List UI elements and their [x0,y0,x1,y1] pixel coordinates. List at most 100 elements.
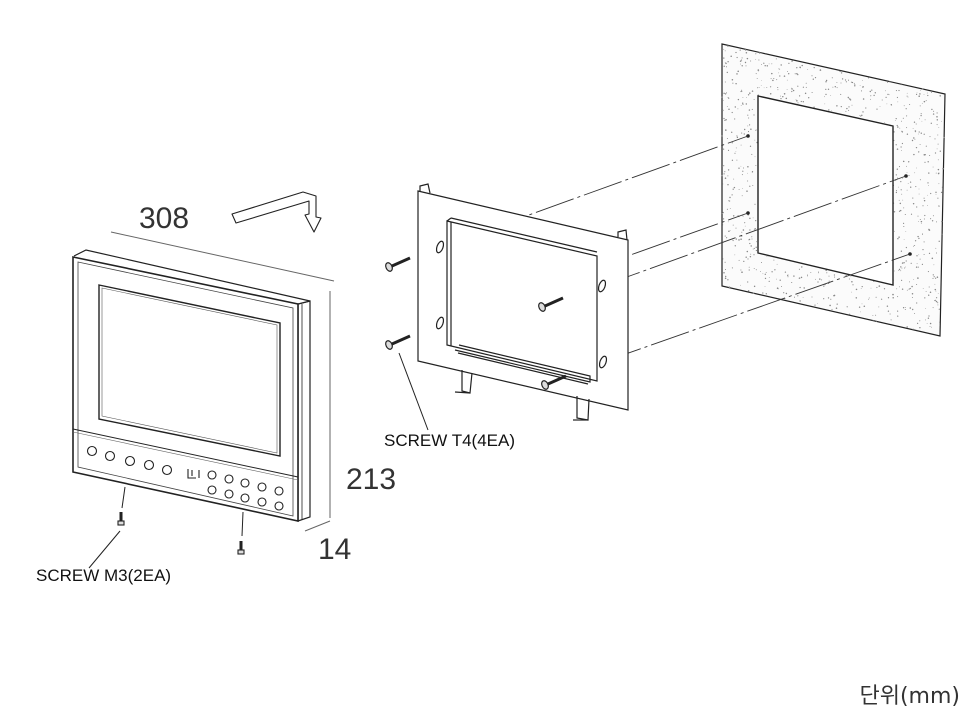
wall-speckle [727,183,729,186]
wall-speckle [934,152,937,154]
wall-speckle [880,298,883,300]
wall-speckle [755,249,758,252]
wall-speckle [897,126,899,128]
wall-speckle [903,222,905,224]
wall-speckle [839,70,841,73]
wall-speckle [923,100,926,103]
wall-speckle [914,313,916,314]
wall-speckle [941,220,943,223]
wall-speckle [897,310,899,312]
wall-speckle [936,148,938,150]
wall-speckle [753,99,755,100]
wall-speckle [749,124,751,126]
wall-speckle [755,129,757,131]
wall-speckle [749,217,751,220]
monitor-screws [117,512,245,555]
wall-speckle [937,293,939,294]
wall-speckle [924,319,926,321]
wall-speckle [887,297,890,299]
wall-speckle [936,119,939,121]
wall-speckle [919,90,921,91]
wall-speckle [934,277,937,279]
wall-speckle [824,96,825,98]
wall-speckle [748,269,750,271]
wall-speckle [931,220,934,222]
wall-speckle [928,315,930,317]
screw-guide-line [121,486,126,509]
wall-speckle [912,197,914,199]
wall-speckle [728,286,731,288]
wall-speckle [741,91,743,93]
wall-speckle [928,252,931,255]
wall-speckle [853,82,855,84]
wall-speckle [906,189,908,191]
wall-speckle [904,213,906,216]
wall-speckle [766,256,768,257]
wall-speckle [751,238,753,240]
wall-speckle [741,57,743,59]
wall-speckle [830,95,832,96]
wall-speckle [909,287,911,290]
wall-speckle [723,271,725,274]
wall-speckle [931,108,933,111]
wall-speckle [728,230,730,233]
wall-speckle [872,319,874,321]
wall-speckle [834,276,836,278]
wall-speckle [752,292,755,294]
wall-speckle [936,116,938,118]
wall-speckle [750,253,752,255]
wall-speckle [740,238,742,240]
wall-speckle [933,276,935,278]
wall-speckle [892,297,894,299]
wall-speckle [751,171,753,173]
wall-speckle [785,97,788,100]
wall-speckle [923,133,925,135]
wall-speckle [733,178,735,180]
wall-speckle [811,75,813,77]
wall-speckle [746,250,749,253]
wall-speckle [938,205,940,207]
wall-speckle [796,72,798,75]
wall-speckle [721,213,723,215]
wall-speckle [927,94,929,97]
wall-speckle [738,189,740,191]
wall-speckle [727,169,730,171]
wall-speckle [912,128,914,129]
wall-speckle [782,95,784,98]
wall-speckle [742,215,744,217]
wall-speckle [740,284,741,286]
wall-speckle [762,292,764,294]
wall-speckle [791,88,793,90]
wall-speckle [897,101,899,103]
wall-speckle [902,117,904,119]
wall-speckle [739,60,742,62]
wall-speckle [918,95,920,97]
unit-note: 단위(mm) [859,684,960,709]
wall-speckle [906,95,908,97]
wall-speckle [926,323,928,324]
wall-speckle [938,240,940,242]
wall-speckle [902,178,903,179]
wall-speckle [906,326,908,328]
wall-speckle [732,82,734,84]
wall-speckle [932,307,934,309]
wall-speckle [898,186,899,188]
wall-speckle [932,215,934,217]
wall-speckle [742,188,744,189]
wall-speckle [918,188,920,190]
wall-speckle [783,292,785,294]
wall-speckle [723,57,725,59]
screw-t4 [538,296,564,312]
wall-speckle [937,197,939,199]
wall-speckle [721,96,723,98]
wall-speckle [769,93,772,95]
wall-speckle [730,55,732,57]
wall-speckle [750,60,752,62]
wall-speckle [735,147,737,149]
wall-speckle [747,258,749,260]
wall-speckle [826,272,828,274]
wall-speckle [929,322,932,325]
wall-speckle [769,86,772,88]
wall-speckle [731,78,734,81]
wall-speckle [862,86,864,88]
